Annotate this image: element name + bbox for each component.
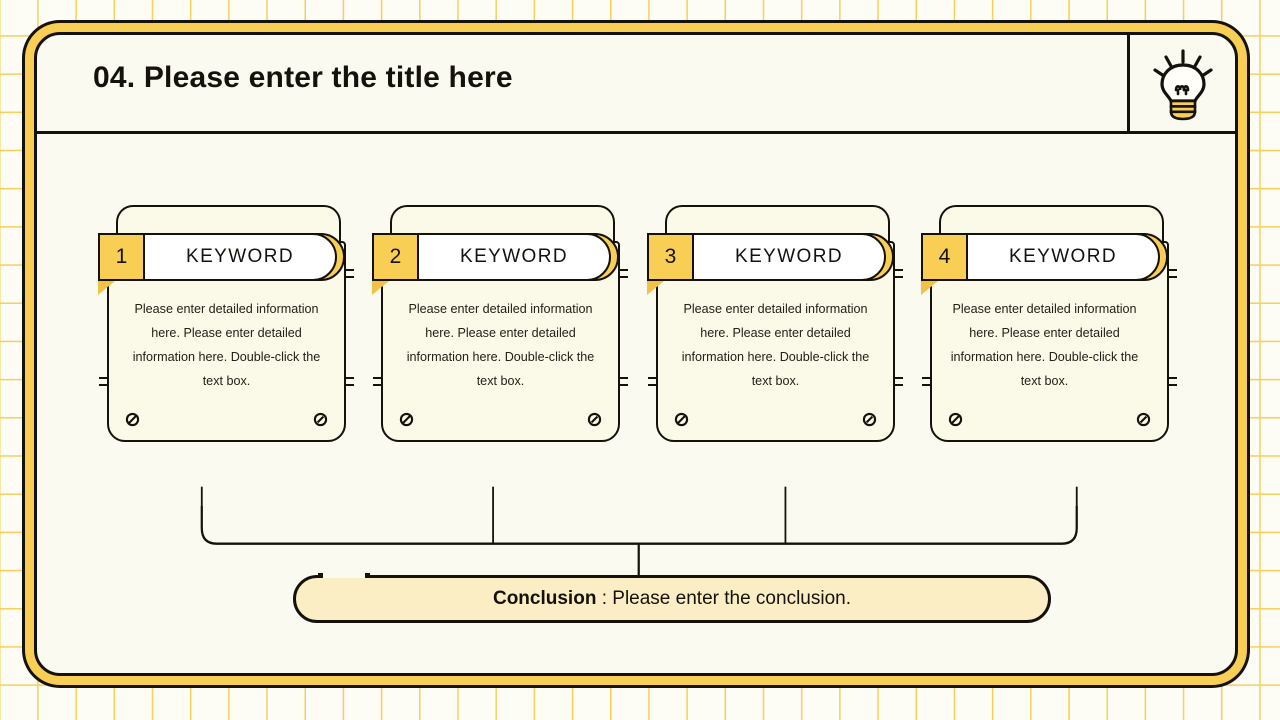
- edge-tick: [893, 377, 903, 379]
- keyword-pill[interactable]: KEYWORD: [966, 233, 1160, 281]
- tab-fold: [921, 281, 938, 295]
- slide-header: 04. Please enter the title here: [37, 35, 1235, 134]
- conclusion-separator: :: [596, 588, 613, 609]
- tab-fold: [647, 281, 664, 295]
- prohibition-icon: [674, 412, 689, 427]
- conclusion-bar[interactable]: Conclusion : Please enter the conclusion…: [293, 573, 1051, 623]
- card-body-text: Please enter detailed information here. …: [406, 302, 595, 388]
- prohibition-icon: [587, 412, 602, 427]
- conclusion-value: Please enter the conclusion.: [612, 588, 851, 609]
- edge-tick: [893, 269, 903, 271]
- edge-tick: [344, 384, 354, 386]
- card-row: KEYWORD 1 Please enter detailed informat…: [37, 35, 1235, 673]
- card-number: 3: [664, 245, 677, 268]
- prohibition-icon: [862, 412, 877, 427]
- edge-tick: [1167, 269, 1177, 271]
- edge-tick: [373, 384, 383, 386]
- edge-tick: [893, 384, 903, 386]
- edge-tick: [618, 276, 628, 278]
- edge-tick: [344, 276, 354, 278]
- conclusion-text: Conclusion : Please enter the conclusion…: [493, 588, 851, 610]
- edge-tick: [373, 377, 383, 379]
- card-1[interactable]: KEYWORD 1 Please enter detailed informat…: [98, 205, 354, 442]
- keyword-label: KEYWORD: [186, 246, 294, 267]
- edge-tick: [1167, 276, 1177, 278]
- prohibition-icon: [313, 412, 328, 427]
- edge-tick: [922, 377, 932, 379]
- edge-tick: [618, 377, 628, 379]
- card-number: 2: [389, 245, 402, 268]
- card-body-text: Please enter detailed information here. …: [132, 302, 321, 388]
- lightbulb-icon: [1152, 48, 1214, 121]
- card-number-tab: 4: [921, 233, 968, 281]
- edge-tick: [648, 377, 658, 379]
- edge-tick: [344, 269, 354, 271]
- prohibition-icon: [399, 412, 414, 427]
- card-number-tab: 2: [372, 233, 419, 281]
- page-title-text: 04. Please enter the title here: [93, 61, 513, 94]
- lightbulb-icon-cell: [1127, 35, 1235, 134]
- card-2[interactable]: KEYWORD 2 Please enter detailed informat…: [372, 205, 628, 442]
- edge-tick: [922, 384, 932, 386]
- prohibition-icon: [125, 412, 140, 427]
- keyword-label: KEYWORD: [1009, 246, 1117, 267]
- card-number-tab: 3: [647, 233, 694, 281]
- edge-tick: [99, 384, 109, 386]
- tab-fold: [98, 281, 115, 295]
- card-number-tab: 1: [98, 233, 145, 281]
- keyword-label: KEYWORD: [460, 246, 568, 267]
- conclusion-label: Conclusion: [492, 588, 597, 609]
- edge-tick: [1167, 384, 1177, 386]
- edge-tick: [99, 377, 109, 379]
- card-body-text: Please enter detailed information here. …: [950, 302, 1139, 388]
- tab-fold: [372, 281, 389, 295]
- keyword-label: KEYWORD: [735, 246, 843, 267]
- keyword-pill[interactable]: KEYWORD: [692, 233, 886, 281]
- edge-tick: [618, 269, 628, 271]
- edge-tick: [1167, 377, 1177, 379]
- edge-tick: [648, 384, 658, 386]
- edge-tick: [344, 377, 354, 379]
- card-3[interactable]: KEYWORD 3 Please enter detailed informat…: [647, 205, 903, 442]
- slide-frame: 04. Please enter the title here: [34, 32, 1238, 676]
- keyword-pill[interactable]: KEYWORD: [143, 233, 337, 281]
- card-number: 1: [115, 245, 128, 268]
- prohibition-icon: [1136, 412, 1151, 427]
- edge-tick: [893, 276, 903, 278]
- page-title: 04. Please enter the title here: [93, 61, 513, 95]
- card-4[interactable]: KEYWORD 4 Please enter detailed informat…: [921, 205, 1177, 442]
- edge-tick: [618, 384, 628, 386]
- prohibition-icon: [948, 412, 963, 427]
- keyword-pill[interactable]: KEYWORD: [417, 233, 611, 281]
- card-body-text: Please enter detailed information here. …: [681, 302, 870, 388]
- card-number: 4: [938, 245, 951, 268]
